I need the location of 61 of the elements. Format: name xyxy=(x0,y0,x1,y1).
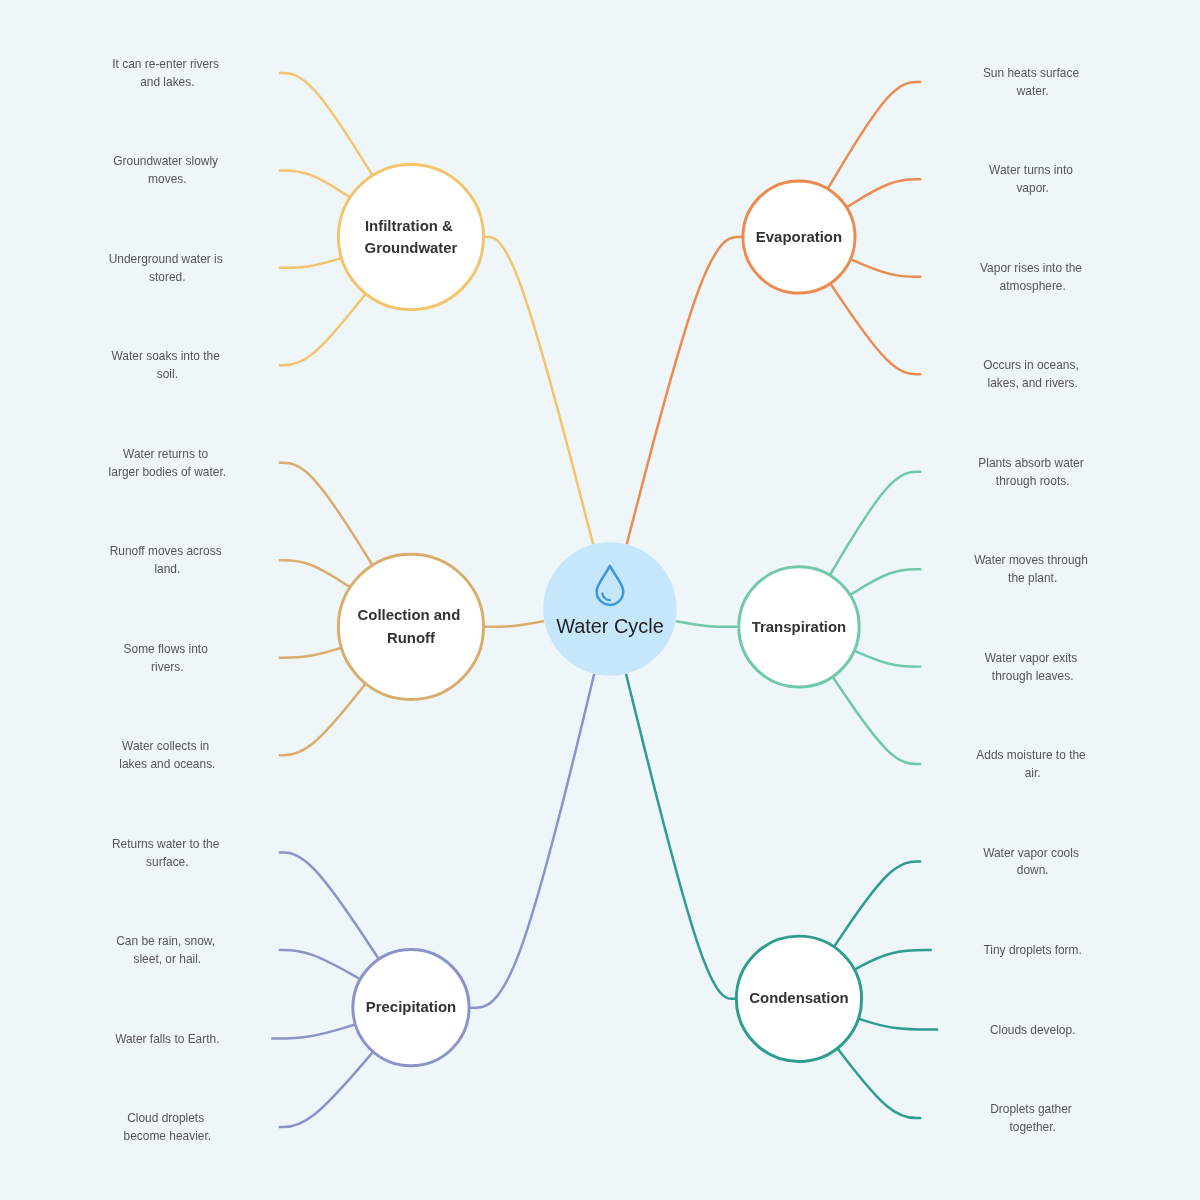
connector xyxy=(278,558,351,589)
node-text: Returns water to the surface. xyxy=(111,836,220,869)
connector xyxy=(278,1051,375,1129)
connector xyxy=(278,461,374,566)
connector xyxy=(278,646,342,659)
connector xyxy=(836,1047,922,1120)
node-text: Tiny droplets form. xyxy=(983,943,1082,957)
node-text: Water returns to larger bodies of water. xyxy=(108,446,227,479)
node-text: Sun heats surface water. xyxy=(982,65,1080,98)
connector xyxy=(278,682,367,757)
connector xyxy=(278,293,367,367)
node-text: Adds moisture to the air. xyxy=(976,748,1086,780)
connector xyxy=(828,470,922,576)
node-text: Clouds develop. xyxy=(989,1022,1076,1037)
node-text: Groundwater slowly moves. xyxy=(113,154,219,187)
connector xyxy=(831,676,922,766)
connector xyxy=(271,1023,356,1040)
node-circle: Collection and Runoff xyxy=(336,552,486,701)
connector xyxy=(278,948,361,981)
node-text: Water collects in lakes and oceans. xyxy=(119,739,216,772)
node-text: Can be rain, snow, sleet, or hail. xyxy=(116,934,216,966)
node-text: Runoff moves across land. xyxy=(109,544,222,577)
connector xyxy=(858,1017,939,1031)
connector xyxy=(826,80,922,190)
connector xyxy=(853,948,932,971)
connector xyxy=(845,178,922,209)
node-circle: Evaporation xyxy=(741,179,857,295)
connector xyxy=(469,673,596,1009)
node-text: Water vapor cools down. xyxy=(983,845,1079,878)
connector xyxy=(483,235,595,545)
connector xyxy=(832,860,922,948)
connector xyxy=(278,71,374,177)
connector xyxy=(829,282,922,376)
connector xyxy=(849,258,922,279)
connector xyxy=(278,851,380,960)
node-text: Water soaks into the soil. xyxy=(111,349,220,382)
connector xyxy=(625,235,743,545)
node-text: Water moves through the plant. xyxy=(974,553,1088,586)
node-text: Water falls to Earth. xyxy=(115,1031,220,1046)
node-text: Underground water is stored. xyxy=(108,251,223,284)
node-circle: Transpiration xyxy=(737,565,861,689)
node-text: Cloud droplets become heavier. xyxy=(123,1111,212,1143)
node-text: Water vapor exits through leaves. xyxy=(984,650,1078,683)
connector xyxy=(849,567,922,597)
node-circle: Infiltration & Groundwater xyxy=(336,162,486,312)
node-text: Occurs in oceans, lakes, and rivers. xyxy=(983,358,1079,391)
connector xyxy=(853,649,922,668)
connector xyxy=(278,256,342,270)
node-circle: Condensation xyxy=(734,934,864,1063)
node-circle: Precipitation xyxy=(351,948,471,1068)
node-text: Water turns into vapor. xyxy=(989,163,1073,196)
node-text: Plants absorb water through roots. xyxy=(978,455,1084,488)
connector xyxy=(675,619,739,629)
connector xyxy=(483,619,545,629)
node-circle: Water Cycle xyxy=(543,542,677,676)
node-text: Vapor rises into the atmosphere. xyxy=(980,260,1082,293)
node-text: Some flows into rivers. xyxy=(123,641,208,674)
connector xyxy=(624,673,737,1000)
node-text: It can re-enter rivers and lakes. xyxy=(112,57,220,89)
node-text: Droplets gather together. xyxy=(990,1102,1072,1135)
connector xyxy=(278,169,351,199)
